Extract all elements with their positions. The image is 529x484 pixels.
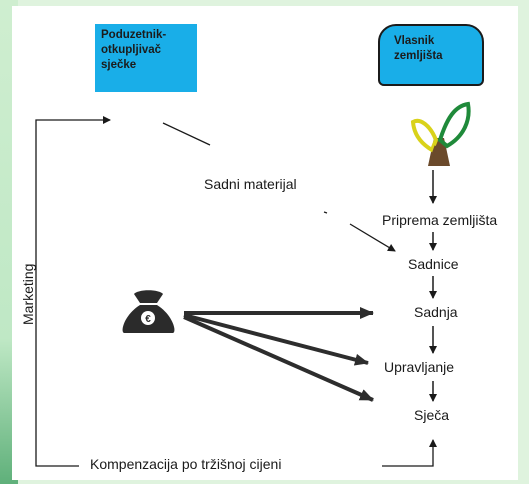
tree-icon <box>410 101 471 166</box>
seed-material-line <box>162 122 211 146</box>
step-land-preparation: Priprema zemljišta <box>382 212 498 228</box>
marketing-loop-line <box>35 116 111 467</box>
arrow-seed-material-to-seedlings <box>349 223 396 252</box>
entrepreneur-label-line2: otkupljivač <box>101 44 162 56</box>
entrepreneur-box: Poduzetnik- otkupljivač sječke <box>95 24 197 92</box>
land-owner-label-line2: zemljišta <box>394 50 443 62</box>
step-seedlings: Sadnice <box>408 256 459 272</box>
land-owner-label-line1: Vlasnik <box>394 35 435 47</box>
money-arrow-to-management <box>183 313 369 366</box>
money-arrow-to-felling <box>183 315 374 402</box>
entrepreneur-label-line3: sječke <box>101 59 137 71</box>
step-planting: Sadnja <box>414 304 458 320</box>
entrepreneur-label-line1: Poduzetnik- <box>101 29 167 41</box>
seed-material-tick <box>323 211 328 214</box>
money-bag-icon: € <box>122 290 175 333</box>
step-management: Upravljanje <box>384 359 455 375</box>
seed-material-label: Sadni materijal <box>204 176 297 192</box>
land-owner-box: Vlasnik zemljišta <box>378 24 484 86</box>
step-felling: Sječa <box>414 407 450 423</box>
compensation-label: Kompenzacija po tržišnoj cijeni <box>90 456 282 472</box>
euro-symbol: € <box>145 314 151 325</box>
compensation-return-line <box>382 439 437 467</box>
